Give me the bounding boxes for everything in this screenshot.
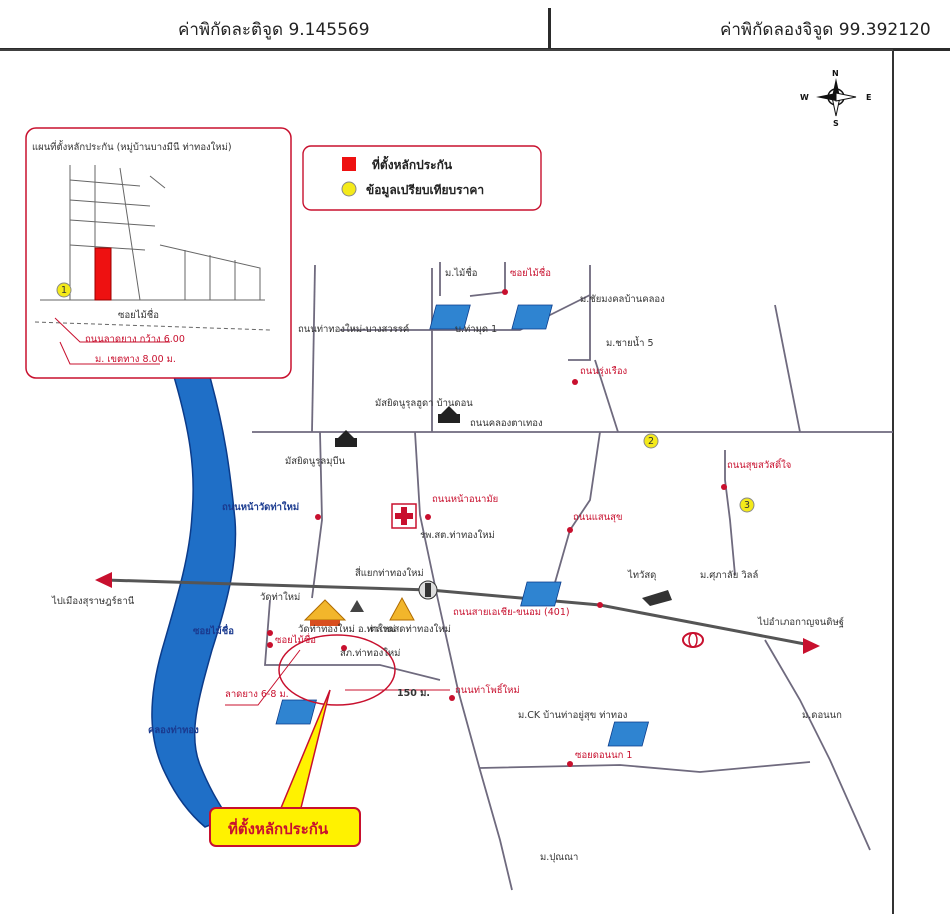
river (151, 369, 237, 828)
traffic-light-icon (418, 580, 438, 600)
toyota-logo-icon (682, 632, 704, 648)
label-soi-sutwai: ซอยดอนนก 1 (575, 750, 632, 761)
road-east-south (764, 639, 871, 851)
label-to-kanchanadit: ไปอำเภอกาญจนดิษฐ์ (757, 616, 844, 628)
label-width: ลาดยาง 6-8 ม. (225, 689, 289, 700)
road-south (479, 761, 811, 773)
comparable-marker-3 (739, 497, 755, 513)
mosque-icon (335, 406, 460, 447)
label-wat-thai: วัดท่าใหม่ (260, 591, 300, 603)
label-road-khlong: ถนนคลองตาเทอง (470, 418, 543, 429)
label-hospital: รพ.สต.ท่าทองใหม่ (420, 529, 495, 541)
label-mosque2: มัสยิดนูรุลมุบีน (285, 455, 346, 467)
label-mu-khao: ม.ชายน้ำ 5 (606, 336, 654, 349)
road-saensuk (549, 431, 601, 601)
legend-comparable-swatch (341, 181, 357, 197)
thai-watsadu-icon (642, 590, 672, 606)
temple-icon (303, 596, 415, 626)
highway (104, 578, 811, 647)
road-north-2 (311, 264, 316, 433)
label-ck-home: ม.CK บ้านท่าอยู่สุข ท่าทอง (518, 710, 627, 721)
compass-e: E (866, 93, 871, 102)
label-ban-mumut: บ.ท่ามุด 1 (455, 324, 497, 335)
label-mu-bankhong: ม.ชัยมงคลบ้านคลอง (580, 294, 665, 305)
label-road-health: ถนนหน้าอนามัย (432, 494, 498, 505)
road-temple (311, 431, 323, 599)
latitude-text: ค่าพิกัดละติจูด 9.145569 (178, 20, 370, 40)
label-wat-lang: มัสยิดนูรุลฮูดา บ้านดอน (375, 398, 473, 409)
arrow-east (803, 638, 820, 654)
inset-collateral-plot (94, 247, 112, 301)
comparable-marker-3-number: 3 (744, 500, 750, 511)
housing-icon-1 (429, 304, 471, 330)
label-soi-rungrueang: ถนนรุ่งเรือง (580, 366, 627, 377)
label-soi-maichue: ซอยไม้ชื่อ (510, 266, 551, 279)
location-pins (267, 289, 727, 767)
inset-marker (56, 282, 72, 298)
label-moo-maichue: ม.ไม้ชื่อ (445, 266, 477, 279)
label-khlong: คลองท่าทอง (148, 725, 199, 736)
map-labels: ม.ไม้ชื่อ ซอยไม้ชื่อ ม.ชัยมงคลบ้านคลอง ถ… (51, 266, 844, 863)
compass-rose-icon: N S E W (800, 69, 871, 128)
label-soi-maichue3: ซอยไม้ชื่อ (275, 633, 316, 646)
inset-marker-number: 1 (61, 285, 67, 296)
legend-collateral-swatch (342, 157, 356, 171)
label-distance: 150 ม. (397, 688, 430, 699)
collateral-area-ellipse (278, 634, 396, 706)
label-road-thathong: ถนนท่าทองใหม่-บางสวรรค์ (298, 323, 409, 335)
label-mu-suchada: ม.ศุภาลัย วิลล์ (700, 569, 758, 581)
label-junction: สี่แยกท่าทองใหม่ (355, 566, 424, 579)
hospital-icon (391, 503, 417, 529)
inset-soi: ซอยไม้ชื่อ (118, 308, 159, 321)
label-to-surat: ไปเมืองสุราษฎร์ธานี (51, 595, 135, 607)
label-road-phonsuk: ถนนท่าโพธิ์ใหม่ (455, 682, 520, 696)
inset-map: แผนที่ตั้งหลักประกัน (หมู่บ้านบางมีนี ท่… (25, 127, 292, 379)
road-ne (774, 304, 801, 433)
housing-icon-5 (607, 721, 650, 747)
road-thathong (340, 294, 591, 331)
label-mu-putsa: ม.ปุณณา (540, 852, 578, 863)
legend-collateral: ที่ตั้งหลักประกัน (372, 155, 453, 172)
label-soi-maichue2: ซอยไม้ชื่อ (193, 623, 234, 637)
label-thai-watsadu: ไทวัสดุ (627, 569, 656, 581)
label-road-salaeng: ถนนสุขสวัสดิ์ใจ (727, 457, 791, 471)
label-police: สภ.ท่าทองใหม่ (340, 647, 400, 659)
label-mu-kanchana: ม.ดอนนก (802, 710, 842, 721)
arrow-west (95, 572, 112, 588)
longitude-text: ค่าพิกัดลองจิจูด 99.392120 (720, 20, 931, 40)
compass-w: W (800, 93, 809, 102)
inset-road-width: ถนนลาดยาง กว้าง 6.00 (85, 334, 185, 345)
callout-box (209, 807, 361, 847)
housing-estate-icons (275, 304, 650, 845)
police-icon (350, 600, 364, 612)
inset-title: แผนที่ตั้งหลักประกัน (หมู่บ้านบางมีนี ท่… (32, 140, 232, 153)
road-rungrueang (594, 359, 619, 433)
callout-text: ที่ตั้งหลักประกัน (228, 817, 329, 838)
compass-s: S (833, 119, 839, 128)
label-market: ตลาดสดท่าทองใหม่ (370, 623, 451, 635)
housing-icon-4 (275, 699, 317, 725)
soi-north (568, 265, 591, 361)
coordinate-bar: ค่าพิกัดละติจูด 9.145569 ค่าพิกัดลองจิจู… (0, 0, 950, 51)
road-network (104, 262, 893, 891)
road-main-south (414, 431, 513, 891)
comparable-marker-2-number: 2 (648, 436, 654, 447)
label-route-401: ถนนสายเอเชีย-ขนอม (401) (453, 606, 570, 618)
inset-drain-width: ม. เขตทาง 8.00 ม. (95, 354, 176, 365)
coordinate-divider (548, 8, 551, 48)
legend-comparable: ข้อมูลเปรียบเทียบราคา (366, 183, 484, 198)
label-wat-tham: วัดท่าทองใหม่ อ.ท่าใหม่ (298, 623, 395, 635)
label-road-saensuk: ถนนแสนสุข (573, 512, 622, 523)
comparable-marker-2 (643, 433, 659, 449)
housing-icon-2 (511, 304, 553, 330)
housing-icon-3 (520, 581, 562, 607)
label-road-front-temple: ถนนหน้าวัดท่าใหม่ (222, 501, 299, 513)
legend: ที่ตั้งหลักประกัน ข้อมูลเปรียบเทียบราคา (302, 145, 542, 211)
compass-n: N (832, 69, 839, 78)
road-salaeng (724, 450, 736, 576)
